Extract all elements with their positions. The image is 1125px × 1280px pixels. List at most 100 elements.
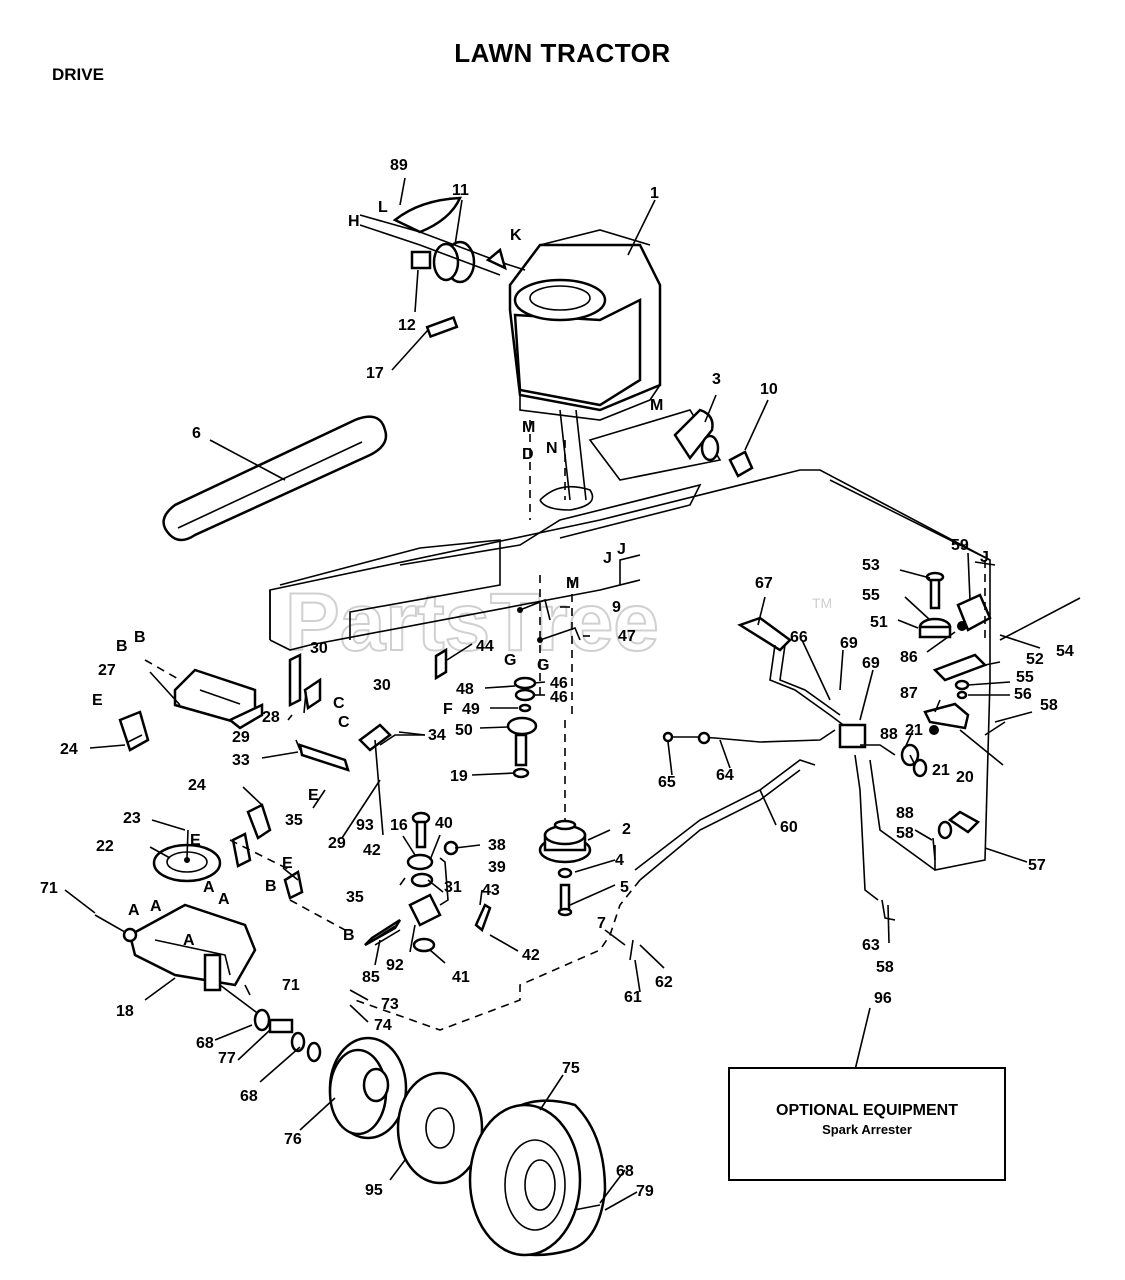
left-pulley-parts <box>152 803 304 900</box>
label-part-18: 18 <box>116 1003 134 1020</box>
label-part-73: 73 <box>381 996 399 1013</box>
letter-M3: M <box>566 575 579 592</box>
transmission-pulley <box>538 819 592 917</box>
label-part-89: 89 <box>390 157 408 174</box>
letter-G1: G <box>504 652 516 669</box>
label-part-42a: 42 <box>363 842 381 859</box>
label-part-39-visible: 39 <box>488 859 506 876</box>
label-part-31: 31 <box>444 879 462 896</box>
label-part-11: 11 <box>452 182 469 199</box>
label-part-23: 23 <box>123 810 141 827</box>
label-part-7: 7 <box>597 915 606 932</box>
letter-B1: B <box>134 629 146 646</box>
letter-J3: J <box>980 549 989 566</box>
label-part-21b: 21 <box>932 762 950 779</box>
label-part-88b: 88 <box>896 805 914 822</box>
label-part-49: 49 <box>462 701 480 718</box>
letter-A5: A <box>183 932 195 949</box>
label-part-68b: 68 <box>240 1088 258 1105</box>
letter-B3: B <box>265 878 277 895</box>
label-part-33: 33 <box>232 752 250 769</box>
spacer-part-3 <box>673 408 714 461</box>
label-part-20: 20 <box>956 769 974 786</box>
optional-equipment-subtitle: Spark Arrester <box>822 1122 912 1137</box>
label-part-56: 56 <box>1014 686 1032 703</box>
axle-washers <box>253 1008 322 1063</box>
label-part-48: 48 <box>456 681 474 698</box>
idler-stack <box>506 676 538 779</box>
section-label: DRIVE <box>52 65 104 84</box>
label-part-52: 52 <box>1026 651 1044 668</box>
letter-B4: B <box>343 927 355 944</box>
label-part-42b: 42 <box>522 947 540 964</box>
label-part-27: 27 <box>98 662 116 679</box>
label-part-92: 92 <box>386 957 404 974</box>
label-part-93: 93 <box>356 817 374 834</box>
label-part-59: 59 <box>951 537 969 554</box>
label-part-53: 53 <box>862 557 880 574</box>
leader-lines <box>64 177 1041 1211</box>
letter-G2: G <box>537 657 549 674</box>
label-part-68c: 68 <box>616 1163 634 1180</box>
label-part-29b: 29 <box>328 835 346 852</box>
letter-E3: E <box>190 832 201 849</box>
label-part-66: 66 <box>790 629 808 646</box>
label-part-30a: 30 <box>310 640 328 657</box>
part-number-labels: 1 89 11 12 17 6 3 10 9 47 44 30 30 27 28… <box>40 157 1074 1200</box>
label-part-2: 2 <box>622 821 631 838</box>
letter-A2: A <box>150 898 162 915</box>
label-part-60: 60 <box>780 819 798 836</box>
label-part-55a: 55 <box>862 587 880 604</box>
label-part-76: 76 <box>284 1131 302 1148</box>
label-part-69b: 69 <box>862 655 880 672</box>
label-part-44: 44 <box>476 638 494 655</box>
label-part-19: 19 <box>450 768 468 785</box>
label-part-22: 22 <box>96 838 114 855</box>
label-part-61: 61 <box>624 989 642 1006</box>
label-part-64: 64 <box>716 767 734 784</box>
letter-C2: C <box>338 714 350 731</box>
letter-N: N <box>546 440 558 457</box>
letter-A3: A <box>203 879 215 896</box>
label-part-54: 54 <box>1056 643 1074 660</box>
engine-pulley-assembly <box>359 196 526 284</box>
letter-K: K <box>510 227 522 244</box>
label-part-28: 28 <box>262 709 280 726</box>
engine <box>508 229 662 501</box>
transaxle <box>94 903 261 1016</box>
nut-part-10 <box>728 450 754 478</box>
key-part-17 <box>425 315 459 339</box>
label-part-9: 9 <box>612 599 621 616</box>
label-part-87: 87 <box>900 685 918 702</box>
letter-J1: J <box>617 541 626 558</box>
center-linkage <box>364 811 492 953</box>
optional-equipment-box: OPTIONAL EQUIPMENT Spark Arrester <box>728 1067 1006 1181</box>
letter-H: H <box>348 213 360 230</box>
left-bracket-assembly <box>118 652 350 772</box>
letter-M2: M <box>650 397 663 414</box>
label-part-30b: 30 <box>373 677 391 694</box>
label-part-67: 67 <box>755 575 773 592</box>
label-part-79: 79 <box>636 1183 654 1200</box>
clutch-linkage <box>358 598 581 836</box>
letter-F: F <box>443 701 453 718</box>
label-part-17: 17 <box>366 365 384 382</box>
label-part-12: 12 <box>398 317 416 334</box>
label-part-34: 34 <box>428 727 446 744</box>
letter-A1: A <box>128 902 140 919</box>
label-part-5: 5 <box>620 879 629 896</box>
letter-M1: M <box>522 419 535 436</box>
label-part-69a: 69 <box>840 635 858 652</box>
label-part-62: 62 <box>655 974 673 991</box>
label-part-55b: 55 <box>1016 669 1034 686</box>
label-part-50: 50 <box>455 722 473 739</box>
label-part-58a: 58 <box>876 959 894 976</box>
letter-E2: E <box>308 787 319 804</box>
label-part-1: 1 <box>650 185 659 202</box>
connection-letters: H L K M M M N D J J J B B B B C C E E E … <box>92 199 989 949</box>
label-part-35b: 35 <box>346 889 364 906</box>
letter-E4: E <box>282 855 293 872</box>
label-part-46b: 46 <box>550 689 568 706</box>
label-part-24a: 24 <box>60 741 78 758</box>
